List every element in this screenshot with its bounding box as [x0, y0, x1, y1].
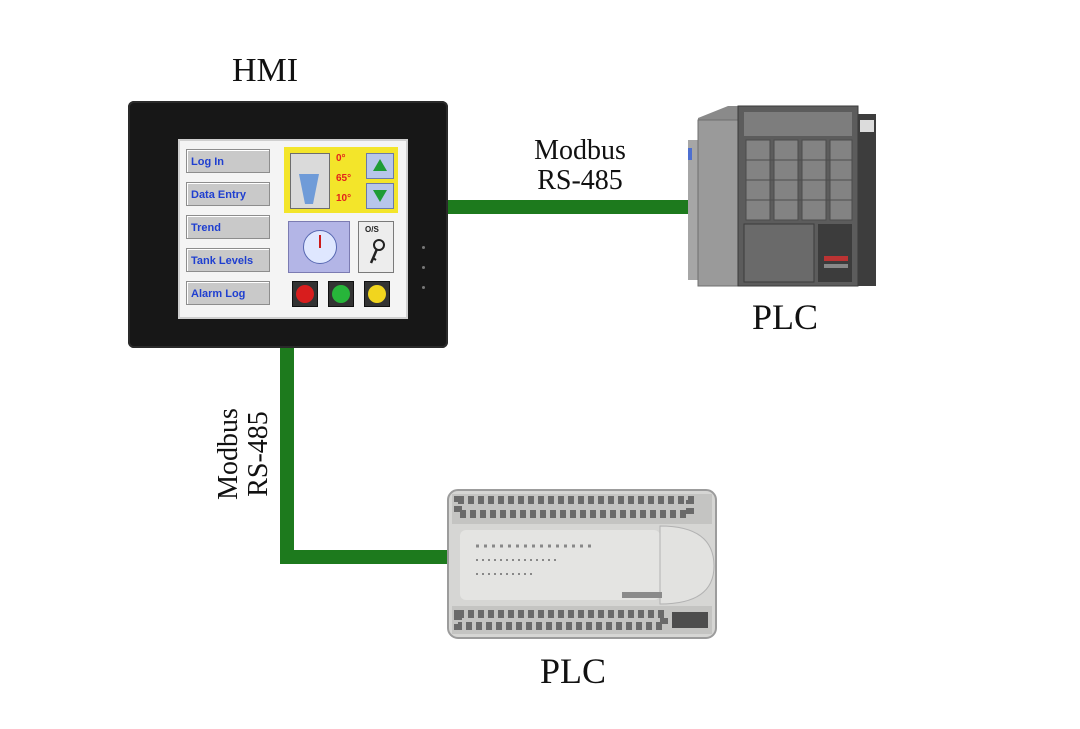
arrow-up-button — [366, 153, 394, 179]
hmi-device: Log In Data Entry Trend Tank Levels Alar… — [128, 101, 448, 348]
key-switch-panel: O/S — [358, 221, 394, 273]
compact-plc-device — [446, 486, 718, 642]
arrow-down-icon — [373, 190, 387, 202]
green-lamp-icon — [328, 281, 354, 307]
red-lamp-icon — [292, 281, 318, 307]
temp-readout: 65° — [336, 173, 351, 184]
lamp-dot — [296, 285, 314, 303]
yellow-lamp-icon — [364, 281, 390, 307]
hmi-led-indicator — [422, 246, 425, 249]
menu-button-tank-levels: Tank Levels — [186, 248, 270, 272]
protocol-name: Modbus — [520, 136, 640, 166]
hmi-led-indicator — [422, 266, 425, 269]
gauge-icon — [303, 230, 337, 264]
menu-button-login: Log In — [186, 149, 270, 173]
protocol-label-horizontal: Modbus RS-485 — [520, 136, 640, 196]
protocol-interface: RS-485 — [244, 394, 274, 514]
plc-label-bottom: PLC — [540, 650, 606, 692]
protocol-interface: RS-485 — [520, 166, 640, 196]
temp-readout: 0° — [336, 153, 346, 164]
protocol-label-vertical: Modbus RS-485 — [214, 394, 274, 514]
hmi-led-indicator — [422, 286, 425, 289]
arrow-down-button — [366, 183, 394, 209]
protocol-name: Modbus — [214, 394, 244, 514]
lamp-dot — [332, 285, 350, 303]
hmi-label: HMI — [232, 52, 298, 90]
modbus-wire-bottom — [280, 550, 450, 564]
gauge-panel — [288, 221, 350, 273]
plc-label-top: PLC — [752, 296, 818, 338]
rack-plc-device — [688, 100, 882, 290]
menu-button-alarm-log: Alarm Log — [186, 281, 270, 305]
tank-icon — [290, 153, 330, 209]
arrow-up-icon — [373, 159, 387, 171]
key-icon — [367, 239, 385, 267]
menu-button-trend: Trend — [186, 215, 270, 239]
menu-button-data-entry: Data Entry — [186, 182, 270, 206]
tank-panel: 0° 65° 10° — [284, 147, 398, 213]
modbus-wire-horizontal — [446, 200, 694, 214]
temp-readout: 10° — [336, 193, 351, 204]
lamp-dot — [368, 285, 386, 303]
hmi-screen: Log In Data Entry Trend Tank Levels Alar… — [178, 139, 408, 319]
key-switch-label: O/S — [365, 225, 379, 234]
modbus-wire-vertical — [280, 346, 294, 564]
